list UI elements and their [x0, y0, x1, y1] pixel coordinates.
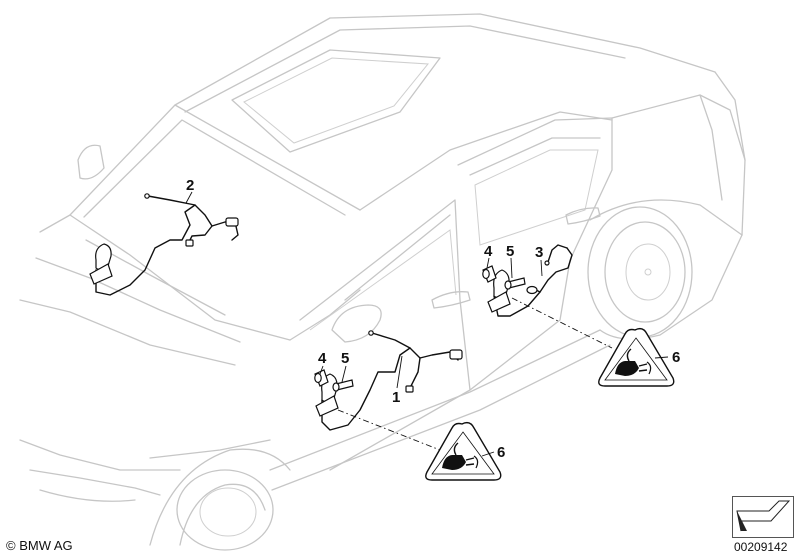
wiring-harness-3 [482, 244, 573, 317]
callout-6-front: 6 [497, 444, 505, 461]
callout-4-front: 4 [318, 350, 327, 367]
connector-warning-icon-front [425, 421, 502, 481]
callout-2: 2 [186, 177, 194, 194]
copyright-text: © BMW AG [6, 538, 73, 553]
callout-3: 3 [535, 244, 543, 261]
car-body-outline [19, 13, 746, 551]
callout-6-rear: 6 [672, 349, 680, 366]
orientation-arrow-icon [732, 496, 794, 538]
diagram-number: 00209142 [734, 540, 788, 554]
front-connection-line [337, 409, 441, 451]
callout-5-rear: 5 [506, 243, 514, 260]
callout-5-front: 5 [341, 350, 349, 367]
callout-4-rear: 4 [484, 243, 493, 260]
connector-warning-icon-rear [598, 327, 675, 387]
wiring-harness-1 [314, 330, 463, 431]
leader-lines [185, 191, 669, 457]
callout-1: 1 [392, 389, 400, 406]
rear-connection-line [511, 297, 613, 349]
wiring-harness-2 [89, 193, 239, 296]
